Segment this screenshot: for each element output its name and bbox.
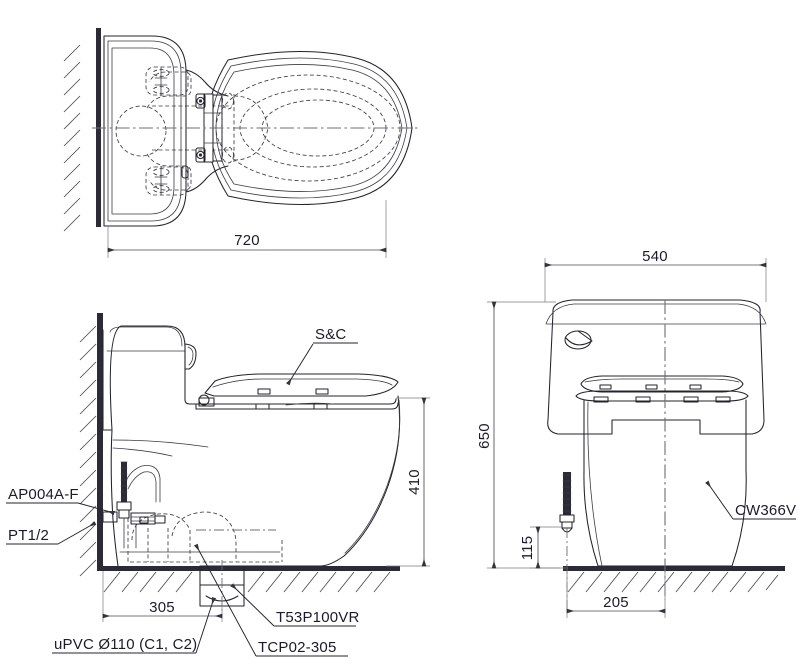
callout-bowl-model: CW366V: [705, 480, 796, 520]
front-view-bowl-left: [587, 401, 603, 567]
top-view-shoulder-lower: [185, 165, 229, 193]
side-view-tank: [102, 325, 186, 431]
front-view-supply-pipe: [559, 472, 575, 612]
callout-floor-flange: TCP02-305: [193, 543, 348, 657]
side-view-tank-topcurve: [109, 326, 183, 347]
dimension-305-text: 305: [149, 599, 175, 616]
side-view-tank-skirt: [184, 379, 233, 405]
dimension-115: 115: [519, 526, 562, 569]
side-view-skirt-detail-1: [112, 439, 209, 448]
side-view-group: 410 305 S&C AP004A-F: [6, 313, 430, 657]
dimension-540: 540: [544, 248, 767, 302]
side-view-bowl-profile-inner: [344, 399, 401, 554]
dimension-650-text: 650: [476, 423, 493, 449]
dimension-410-text: 410: [406, 469, 423, 495]
top-view-group: 720: [63, 28, 420, 258]
callout-angle-valve: AP004A-F: [6, 486, 115, 516]
top-view-hidden-internals: [115, 66, 192, 196]
side-view-wall-hatch: [79, 325, 97, 577]
side-view-flush-lever: [184, 343, 197, 370]
top-view-bowl-mouth: [233, 95, 269, 161]
callout-floor-flange-text: TCP02-305: [258, 639, 337, 656]
front-view-floor-hatch: [567, 571, 779, 593]
dimension-720: 720: [107, 200, 387, 258]
callout-flexible-hose: T53P100VR: [230, 583, 360, 627]
side-view-inlet-pipe-2: [127, 471, 157, 503]
dimension-540-text: 540: [642, 248, 668, 265]
front-view-group: 540 650 115 205: [476, 248, 796, 618]
side-view-seat-and-cover: [195, 373, 399, 410]
side-view-floor: [97, 566, 400, 571]
front-view-floor: [563, 566, 785, 571]
callout-flexible-hose-text: T53P100VR: [276, 609, 360, 626]
callout-bowl-model-text: CW366V: [735, 502, 796, 519]
callout-thread-spec: PT1/2: [6, 520, 97, 545]
dimension-720-text: 720: [234, 232, 260, 249]
dimension-205: 205: [566, 571, 666, 618]
side-view-inlet-pipe: [123, 465, 161, 503]
callout-soil-pipe-text: uPVC Ø110 (C1, C2): [54, 636, 197, 653]
side-view-wall: [97, 313, 103, 571]
callout-seat-and-cover-text: S&C: [315, 326, 346, 343]
front-view-flush-button: [564, 330, 593, 350]
callout-seat-and-cover: S&C: [285, 326, 358, 386]
top-view-tank-outline-inner: [107, 40, 182, 222]
dimension-410: 410: [386, 397, 430, 567]
top-view-tank-lid: [111, 47, 175, 215]
top-view-shoulder-upper: [185, 69, 229, 97]
top-view-tank-outline: [103, 35, 187, 227]
dimension-205-text: 205: [603, 594, 629, 611]
side-view-skirt-front: [110, 429, 119, 567]
side-view-floor-hatch: [103, 571, 391, 593]
side-view-bowl-profile: [319, 395, 401, 567]
callout-soil-pipe: uPVC Ø110 (C1, C2): [52, 596, 217, 654]
front-view-tank-top-seam: [545, 303, 767, 325]
callout-angle-valve-text: AP004A-F: [8, 486, 79, 503]
top-view-fixing-bolts: [152, 66, 170, 196]
front-view-seat-and-cover: [575, 375, 749, 403]
dimension-115-text: 115: [519, 536, 536, 561]
callout-thread-spec-text: PT1/2: [8, 527, 49, 544]
dimension-650: 650: [476, 301, 566, 569]
side-view-skirt-detail-2: [112, 447, 173, 457]
front-view-tank: [547, 299, 765, 435]
dimension-305: 305: [102, 571, 223, 622]
top-view-wall-hatch: [63, 44, 81, 232]
